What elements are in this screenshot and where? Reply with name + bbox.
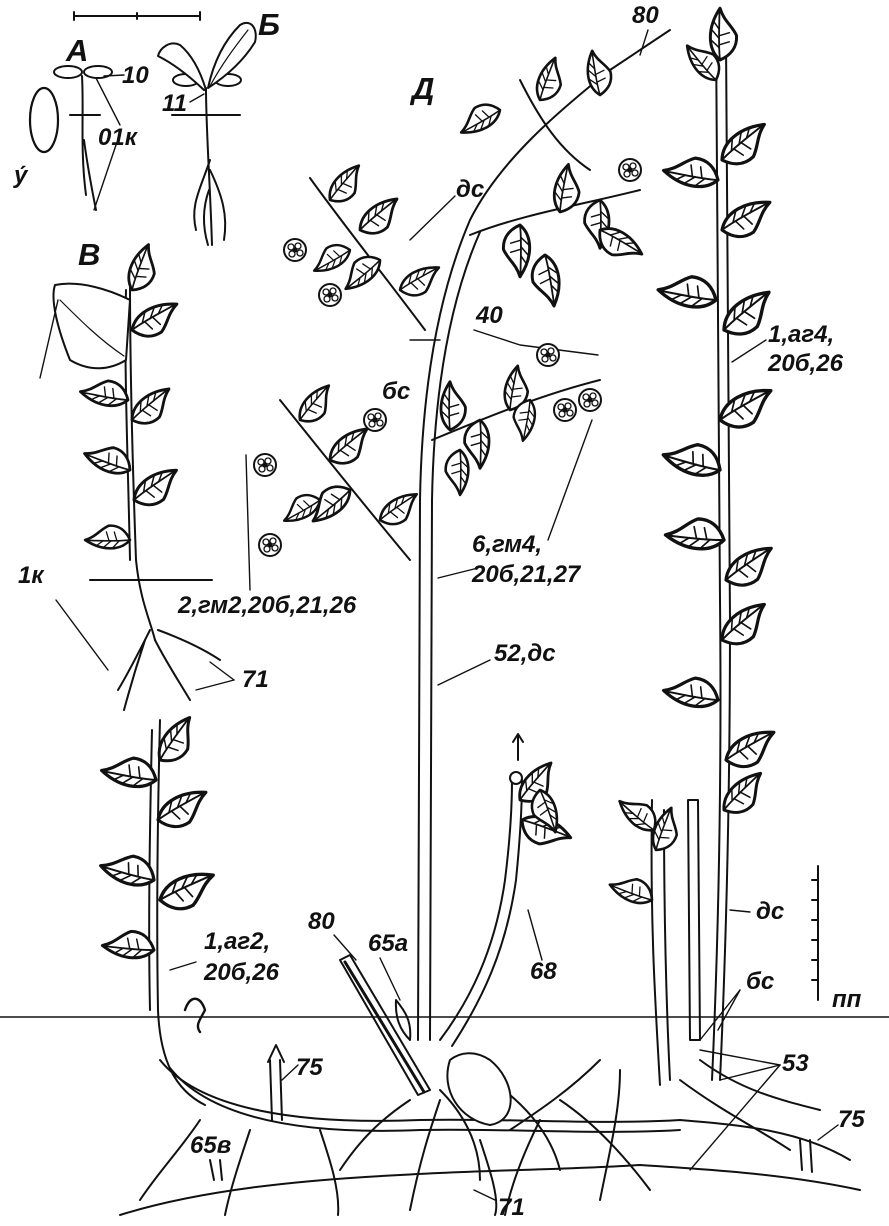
label-1ag4-line1: 1,аг4, [768, 320, 843, 349]
label-1ag2-line2: 20б,26 [204, 957, 279, 988]
label-65v: 65в [190, 1132, 231, 1159]
label-75-left: 75 [296, 1054, 323, 1081]
label-bs-right: бс [746, 968, 774, 995]
panel-label-b: Б [258, 8, 280, 42]
seedling-b [158, 23, 256, 245]
scale-bar-right [812, 866, 818, 1000]
label-65a: 65а [368, 930, 408, 957]
label-1ag4: 1,аг4, 20б,26 [768, 320, 843, 378]
label-53: 53 [782, 1050, 809, 1077]
label-01k: 01к [98, 124, 137, 151]
label-ds-top: дс [456, 176, 484, 203]
panel-label-v: В [78, 238, 100, 272]
base-buds [334, 935, 430, 1095]
label-u: у́ [14, 162, 27, 189]
shoot-68 [440, 734, 573, 1046]
label-11: 11 [162, 90, 187, 117]
scale-bar-top [74, 12, 200, 20]
label-6gm4: 6,гм4, 20б,21,27 [472, 530, 580, 590]
label-68: 68 [530, 958, 557, 985]
label-1ag4-line2: 20б,26 [768, 349, 843, 378]
plant-v [40, 242, 234, 710]
label-1ag2: 1,аг2, 20б,26 [204, 926, 279, 988]
label-pp: пп [832, 986, 861, 1013]
label-80-top: 80 [632, 2, 659, 29]
label-2gm2: 2,гм2,20б,21,26 [178, 592, 356, 619]
panel-label-a: А [66, 34, 88, 68]
label-bs-mid: бс [382, 378, 410, 405]
label-6gm4-line2: 20б,21,27 [472, 560, 580, 590]
rhizome-roots [120, 1045, 860, 1215]
label-1k: 1к [18, 562, 44, 589]
label-40: 40 [476, 302, 503, 329]
panel-label-d: Д [412, 72, 434, 106]
label-71-top: 71 [242, 666, 269, 693]
label-10: 10 [122, 62, 149, 89]
lateral-right-fruiting [432, 330, 600, 540]
label-75-right: 75 [838, 1106, 865, 1133]
label-ds-right: дс [756, 898, 784, 925]
label-71-bottom: 71 [498, 1194, 525, 1221]
label-6gm4-line1: 6,гм4, [472, 530, 580, 560]
label-52ds: 52,дс [494, 640, 556, 667]
shoot-left-lower [98, 714, 219, 1105]
label-1ag2-line1: 1,аг2, [204, 926, 279, 957]
label-80-bottom: 80 [308, 908, 335, 935]
